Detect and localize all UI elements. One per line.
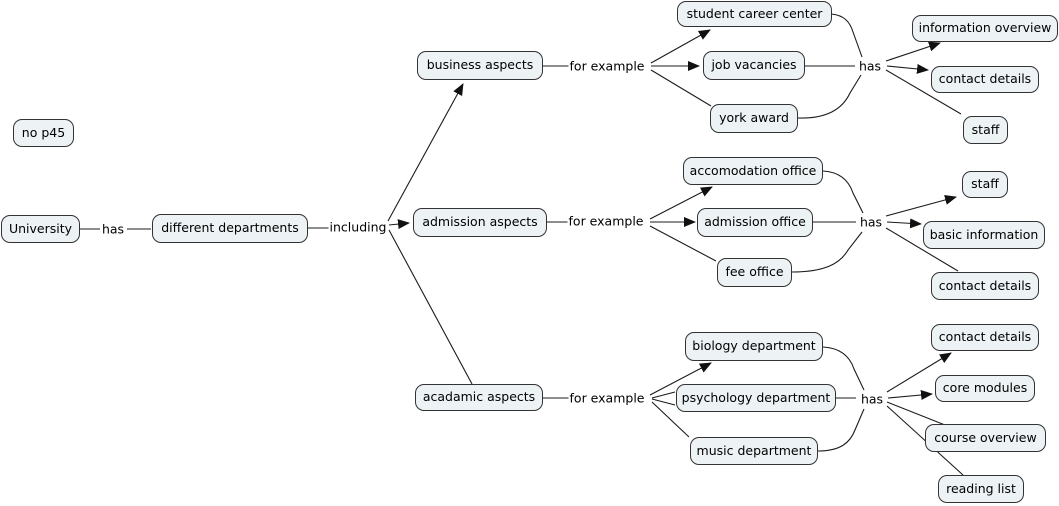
link-label-has-1[interactable]: has <box>100 221 126 237</box>
connector-including-admission <box>388 219 410 230</box>
node-reading-list[interactable]: reading list <box>938 475 1024 503</box>
connector-fe-psy-b <box>651 398 676 406</box>
connector-hasbot-cm <box>887 390 933 400</box>
connector-hasbot-co <box>886 401 946 426</box>
node-job-vacancies[interactable]: job vacancies <box>703 51 805 80</box>
node-contact-details-bot[interactable]: contact details <box>931 324 1039 351</box>
node-information-overview[interactable]: information overview <box>912 15 1058 42</box>
connector-fe-ya <box>650 69 712 107</box>
link-label-for-example-mid[interactable]: for example <box>567 213 645 229</box>
link-label-has-bot[interactable]: has <box>859 391 885 407</box>
node-course-overview[interactable]: course overview <box>925 424 1046 452</box>
node-university[interactable]: University <box>1 215 80 243</box>
connector-ao-has <box>822 170 864 214</box>
connector-fo-has <box>791 231 863 273</box>
node-different-departments[interactable]: different departments <box>152 214 308 243</box>
node-student-career-center[interactable]: student career center <box>677 1 832 27</box>
connector-including-acadamic <box>388 229 473 385</box>
node-acadamic-aspects[interactable]: acadamic aspects <box>415 384 543 411</box>
connector-hastop-cd <box>886 63 929 74</box>
link-label-for-example-bot[interactable]: for example <box>568 390 646 406</box>
connector-fe-bio <box>649 362 712 396</box>
connector-fe-scc <box>650 29 711 64</box>
connector-fe-mus <box>651 401 690 438</box>
node-no-p45[interactable]: no p45 <box>13 119 74 147</box>
connector-fe-psy-a <box>651 391 676 399</box>
node-admission-aspects[interactable]: admission aspects <box>413 208 547 237</box>
node-staff-top[interactable]: staff <box>963 116 1008 144</box>
node-fee-office[interactable]: fee office <box>717 258 792 287</box>
connector-scc-has <box>830 13 863 58</box>
node-york-award[interactable]: york award <box>710 104 798 133</box>
link-label-has-top[interactable]: has <box>857 58 883 74</box>
node-admission-office[interactable]: admission office <box>697 208 813 237</box>
connector-hasmid-bi <box>886 218 922 229</box>
node-core-modules[interactable]: core modules <box>935 375 1035 402</box>
node-contact-details-top[interactable]: contact details <box>931 66 1039 93</box>
link-label-including[interactable]: including <box>328 219 388 235</box>
node-basic-information[interactable]: basic information <box>923 221 1045 249</box>
link-label-has-mid[interactable]: has <box>858 214 884 230</box>
node-business-aspects[interactable]: business aspects <box>417 51 543 80</box>
node-staff-mid[interactable]: staff <box>962 171 1008 198</box>
node-music-department[interactable]: music department <box>690 437 818 465</box>
node-psychology-department[interactable]: psychology department <box>676 384 836 412</box>
node-accomodation-office[interactable]: accomodation office <box>683 157 823 185</box>
connector-hastop-staff <box>885 69 962 115</box>
connector-hasbot-cd <box>886 352 952 393</box>
connector-mus-has <box>817 408 865 452</box>
connector-hasmid-cd <box>885 227 959 272</box>
connector-hastop-io <box>885 41 941 62</box>
connector-fe-ao <box>649 186 713 220</box>
node-biology-department[interactable]: biology department <box>685 332 823 361</box>
connector-bio-has <box>822 346 865 391</box>
connector-hasmid-staff <box>885 195 957 217</box>
node-contact-details-mid[interactable]: contact details <box>931 272 1039 300</box>
connector-ya-has <box>797 74 862 119</box>
connector-fe-fo <box>649 225 717 262</box>
connector-including-business <box>387 83 464 222</box>
link-label-for-example-top[interactable]: for example <box>568 58 646 74</box>
